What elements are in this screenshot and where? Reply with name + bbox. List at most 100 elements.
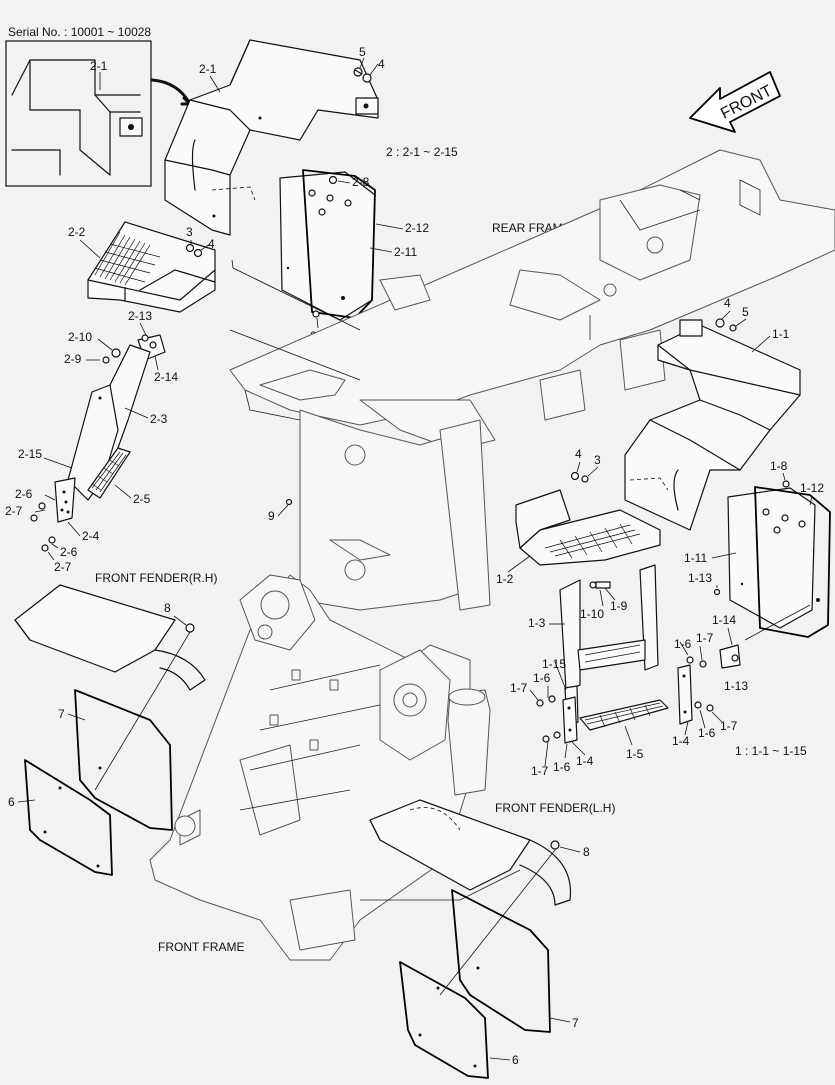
leader-9 (277, 504, 289, 517)
bolt-2-6-bottom (48, 536, 56, 544)
callout-4-mid: 4 (575, 447, 582, 461)
bolt-1-6-right-bottom (694, 701, 702, 709)
detail-inset-box (5, 40, 152, 187)
leader-1-9-1-10 (599, 587, 616, 607)
rear-fender-rh-2-1 (164, 39, 379, 236)
callout-2-3: 2-3 (150, 412, 168, 426)
front-frame (149, 574, 521, 961)
callout-1-2: 1-2 (496, 572, 514, 586)
washer-4-top (362, 73, 372, 83)
bolt-5-right (729, 324, 737, 332)
bolt-2-8 (328, 175, 338, 185)
callout-1-3: 1-3 (528, 616, 546, 630)
callout-2-11: 2-11 (394, 245, 417, 259)
bolt-3-left (185, 243, 195, 253)
callout-2-7-b: 2-7 (54, 560, 72, 574)
inset-pointer-arrow (150, 78, 192, 106)
bolt-2-13-top (312, 310, 320, 318)
front-fender-lh-label: FRONT FENDER(L.H) (495, 801, 615, 815)
bolt-1-7-left (536, 699, 544, 707)
bolt-2-7-bottom (41, 544, 49, 552)
callout-6-lh: 6 (512, 1053, 519, 1067)
leader-2-5 (114, 484, 132, 499)
bolt-8-rh (185, 623, 195, 633)
callout-2-10: 2-10 (68, 330, 92, 344)
callout-1-12: 1-12 (800, 481, 824, 495)
mud-flap-lh-6 (399, 961, 489, 1079)
callout-2-4: 2-4 (82, 529, 100, 543)
bolt-1-7-right-bottom (706, 704, 714, 712)
callout-2-12: 2-12 (405, 221, 429, 235)
callout-2-1: 2-1 (199, 62, 217, 76)
group1-note: 1 : 1-1 ~ 1-15 (735, 744, 807, 758)
leader-bottom-left-1-x (544, 741, 586, 767)
bracket-2-4 (54, 477, 76, 523)
leader-2-6-2-7 (34, 494, 59, 561)
callout-1-11: 1-11 (684, 551, 707, 565)
bolt-1-7-right-top (699, 660, 707, 668)
callout-2-15: 2-15 (18, 447, 42, 461)
bolt-5-top (353, 67, 363, 77)
callout-4-right: 4 (724, 296, 731, 310)
leader-2-4 (67, 521, 81, 537)
bolt-8-lh (550, 840, 560, 850)
mud-flap-2-12 (302, 169, 376, 319)
leader-2-12 (375, 223, 404, 230)
leader-3-4-left (190, 240, 211, 251)
callout-4-left: 4 (208, 237, 215, 251)
step-ladder-1-3 (559, 564, 659, 691)
leader-6-lh (489, 1057, 511, 1061)
leader-2-13-b (139, 322, 147, 336)
bolt-2-7-top (30, 514, 38, 522)
bolt-1-6-bottom (553, 731, 561, 739)
leader-2-15 (43, 457, 73, 469)
callout-2-6-a: 2-6 (15, 487, 33, 501)
callout-1-1: 1-1 (772, 327, 790, 341)
leader-1-15-1-6-1-7 (529, 661, 567, 701)
callout-3-left: 3 (186, 225, 193, 239)
callout-1-8: 1-8 (770, 459, 788, 473)
callout-1-6-d: 1-6 (698, 726, 716, 740)
callout-7-lh: 7 (572, 1016, 579, 1030)
callout-2-9: 2-9 (64, 352, 82, 366)
group2-note: 2 : 2-1 ~ 2-15 (386, 145, 458, 159)
hidden-line-1-1 (629, 477, 669, 491)
callout-9: 9 (268, 509, 275, 523)
leader-2-9-10 (86, 338, 113, 361)
leader-1-1 (751, 335, 771, 353)
bolt-1-8 (782, 480, 790, 488)
leader-2-1 (209, 75, 221, 93)
leader-2-8 (337, 180, 351, 184)
leader-8-rh-flap (94, 631, 191, 791)
washer-4-left (193, 248, 203, 258)
washer-2-10 (111, 348, 121, 358)
leader-1-5 (624, 725, 633, 746)
bolt-1-9 (595, 581, 611, 589)
bolt-1-7-bottom (542, 735, 550, 743)
leader-2-3 (124, 407, 149, 419)
callout-2-8: 2-8 (352, 175, 370, 189)
leader-frame-rear (229, 267, 361, 381)
step-box-1-2 (515, 489, 661, 566)
mud-flap-lh-7 (451, 889, 551, 1033)
callout-1-7-d: 1-7 (720, 719, 738, 733)
callout-1-6-c: 1-6 (553, 760, 571, 774)
bolt-1-6-left (548, 695, 556, 703)
callout-2-14: 2-14 (154, 370, 178, 384)
mud-flap-rh-7 (74, 689, 173, 831)
callout-1-4-a: 1-4 (576, 754, 594, 768)
callout-6-rh: 6 (8, 795, 15, 809)
serial-number: Serial No. : 10001 ~ 10028 (8, 25, 151, 39)
step-tread-1-5 (579, 699, 669, 731)
callout-1-14: 1-14 (712, 613, 736, 627)
callout-8-lh: 8 (583, 845, 590, 859)
callout-1-13-b: 1-13 (724, 679, 748, 693)
washer-4-mid (570, 471, 580, 481)
front-fender-rh (14, 584, 206, 691)
front-direction-arrow: FRONT (689, 71, 781, 133)
mud-flap-rh-6 (24, 759, 113, 876)
bolt-2-9 (102, 356, 110, 364)
leader-4-5-top (359, 57, 379, 76)
